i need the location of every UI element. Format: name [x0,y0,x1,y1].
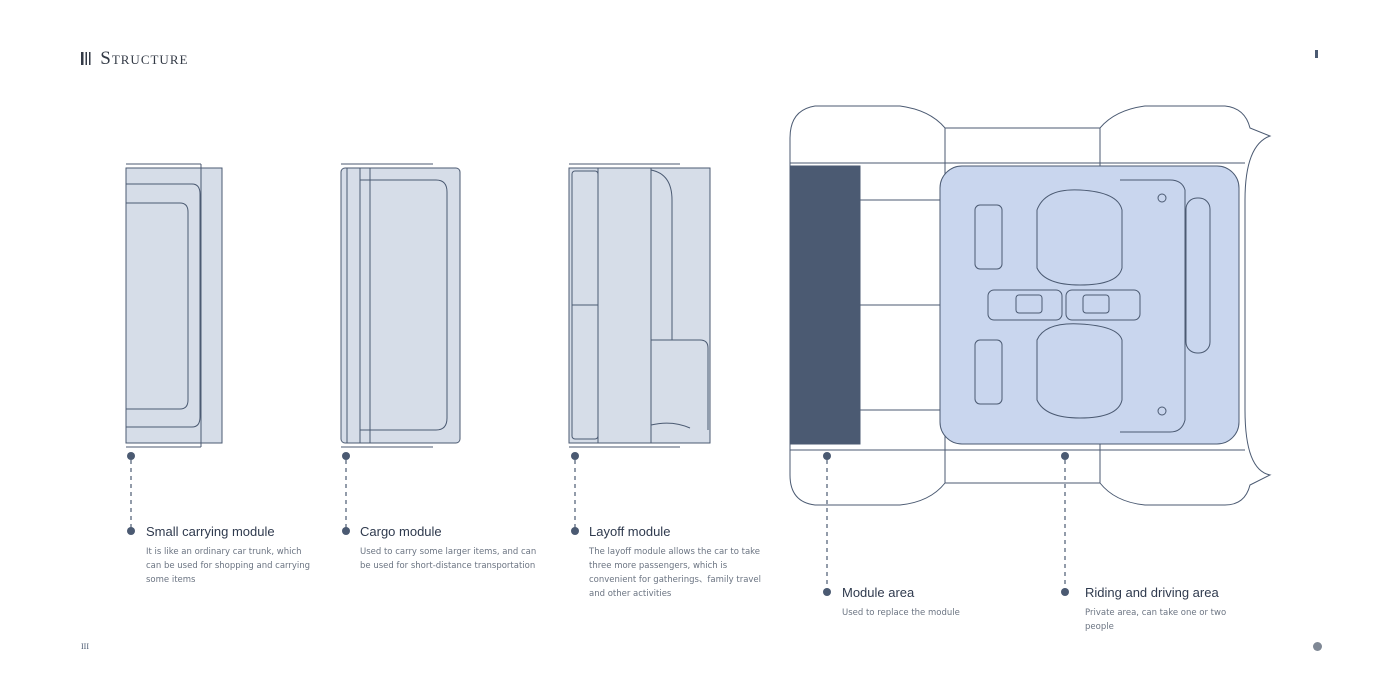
module-description: Used to replace the module [842,608,960,618]
car-top-view-drawing [789,105,1272,506]
leader-dot [1061,452,1069,460]
module-title: Small carrying module [146,524,275,539]
leader-dot [127,452,135,460]
module-title: Cargo module [360,524,442,539]
module-title: Module area [842,585,915,600]
leader-dot [823,452,831,460]
leader-dot [127,527,135,535]
leader-dot [1061,588,1069,596]
layoff-module-drawing [568,163,711,448]
leader-dot [342,452,350,460]
page-mark: III [81,642,89,651]
leader-dot [571,452,579,460]
module-title: Layoff module [589,524,671,539]
module-description: Used to carry some larger items, and can… [360,547,537,571]
leader-dot [571,527,579,535]
module-description: It is like an ordinary car trunk, which … [146,547,311,585]
module-title: Riding and driving area [1085,585,1219,600]
page-indicator-dot [1313,642,1322,651]
leader-dot [342,527,350,535]
small-carrying-module-drawing [125,163,223,448]
bars-icon [81,52,95,65]
page-title-text: Structure [100,48,189,69]
module-description: The layoff module allows the car to take… [589,547,762,599]
corner-mark [1315,50,1318,58]
leader-dot [823,588,831,596]
page-title-wrap: Structure [81,48,188,70]
cargo-module-drawing [340,163,461,448]
module-description: Private area, can take one or two people [1085,608,1227,632]
